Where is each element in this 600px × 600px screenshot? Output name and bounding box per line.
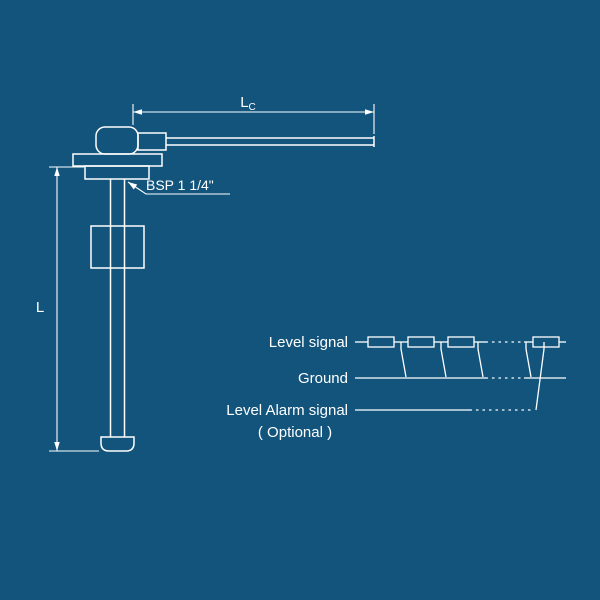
cable-connector xyxy=(137,132,167,151)
thread-nut xyxy=(84,165,150,180)
dim-L-label: L xyxy=(36,299,44,316)
level-signal-line xyxy=(355,336,566,348)
dim-Lc-arrow-left xyxy=(133,109,142,115)
sender-probe-drawing xyxy=(72,126,375,452)
dimension-cable-length: LC xyxy=(132,94,375,134)
alarm-signal-label: Level Alarm signal xyxy=(226,402,348,419)
float xyxy=(90,225,145,269)
end-cap xyxy=(100,436,135,452)
thread-label: BSP 1 1/4" xyxy=(146,177,214,193)
dim-Lc-label: LC xyxy=(240,94,256,113)
dimension-length: L xyxy=(36,166,99,452)
alarm-switch-contact xyxy=(535,348,545,411)
switch-2-contact xyxy=(440,348,447,378)
reed-switches xyxy=(400,342,532,378)
ground-label: Ground xyxy=(298,370,348,387)
switch-1-contact xyxy=(400,348,407,378)
optional-label: ( Optional ) xyxy=(258,424,332,441)
dim-L-arrow-up xyxy=(54,167,60,176)
level-signal-label: Level signal xyxy=(269,334,348,351)
alarm-line xyxy=(355,342,545,411)
dim-Lc-arrow-right xyxy=(365,109,374,115)
switch-3-contact xyxy=(477,348,484,378)
switch-4-contact xyxy=(525,348,532,378)
thread-callout: BSP 1 1/4" xyxy=(127,177,230,195)
circuit-schematic: Level signal Ground Level Alarm signal (… xyxy=(226,334,566,441)
thread-leader-arrow xyxy=(128,182,138,190)
dim-L-arrow-down xyxy=(54,442,60,451)
